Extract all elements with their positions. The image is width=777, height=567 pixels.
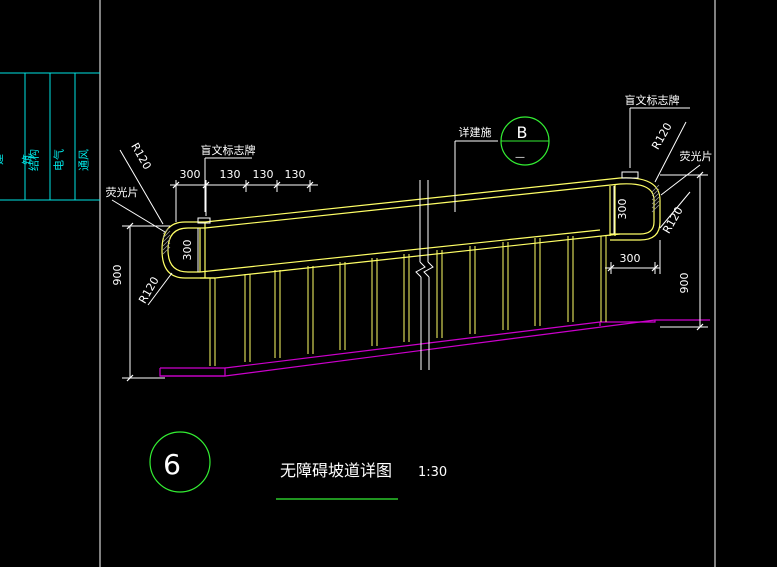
braille-sign-left-label: 盲文标志牌 <box>201 143 256 157</box>
see-construction-label: 详建施 <box>459 125 492 139</box>
handrail <box>161 177 661 279</box>
title-block: 建筑 结构 电气 通风 <box>0 72 100 201</box>
annotation-texts: 盲文标志牌 盲文标志牌 荧光片 荧光片 详建施 <box>106 93 713 199</box>
ramp-floor <box>159 319 710 377</box>
section-ref-bottom: — <box>515 152 525 163</box>
drawing-scale: 1:30 <box>418 465 447 480</box>
dim-right-height: 900 <box>678 273 691 294</box>
title-block-col-3: 电气 <box>52 149 66 171</box>
dim-left-radius-bottom: R120 <box>136 275 162 306</box>
dim-top-4: 130 <box>285 168 306 181</box>
dim-left-radius-top: R120 <box>128 141 154 172</box>
reflector-right-label: 荧光片 <box>680 149 713 163</box>
dim-left-rail-width: 300 <box>181 240 194 261</box>
dimension-ticks <box>126 171 704 382</box>
braille-sign-right-label: 盲文标志牌 <box>625 93 680 107</box>
dim-right-radius-bottom: R120 <box>660 205 686 236</box>
balusters <box>209 236 607 366</box>
detail-bubble <box>149 431 211 493</box>
reflector-left-label: 荧光片 <box>106 185 139 199</box>
dim-right-extension: 300 <box>620 252 641 265</box>
dim-left-height: 900 <box>111 265 124 286</box>
title-block-col-2: 结构 <box>27 149 41 171</box>
dimension-texts: 300 130 130 130 300 900 R120 R120 300 30… <box>111 121 691 306</box>
braille-plate-right <box>621 171 639 179</box>
dim-top-3: 130 <box>253 168 274 181</box>
braille-plate-left <box>197 217 211 224</box>
title-block-col-4: 通风 <box>78 149 91 171</box>
dim-right-rail-width: 300 <box>616 199 629 220</box>
dim-top-2: 130 <box>220 168 241 181</box>
dim-top-1: 300 <box>180 168 201 181</box>
section-reference: B — <box>500 116 550 166</box>
break-line <box>415 180 434 370</box>
detail-number: 6 <box>163 448 181 481</box>
dim-right-radius-top: R120 <box>649 121 675 152</box>
section-ref-letter: B <box>517 123 528 142</box>
reflector-hatch <box>162 184 660 255</box>
drawing-title: 无障碍坡道详图 <box>280 461 392 480</box>
